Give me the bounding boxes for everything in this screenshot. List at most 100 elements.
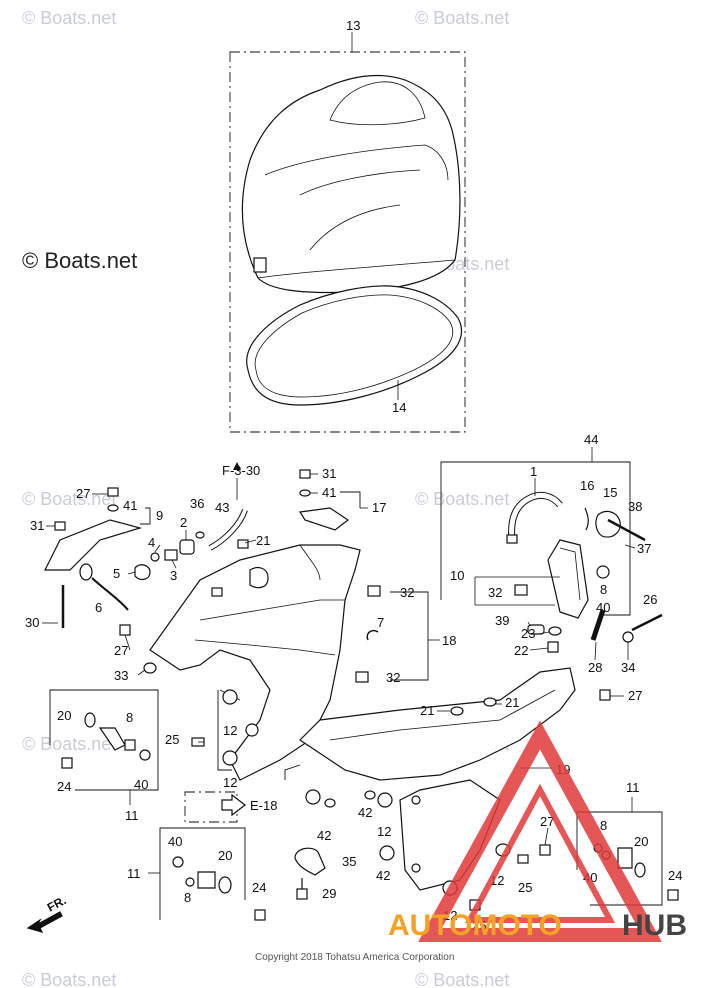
callout-28: 28: [588, 660, 602, 675]
ref-f330: F-3-30: [222, 463, 260, 478]
callout-40c: 40: [168, 834, 182, 849]
callout-30: 30: [25, 615, 39, 630]
mid-fasteners: 25 12 12: [165, 689, 238, 790]
callout-10: 10: [450, 568, 464, 583]
logo-triangle-icon: [418, 720, 662, 942]
callout-21c: 21: [505, 695, 519, 710]
callout-8b: 8: [126, 710, 133, 725]
callout-9: 9: [156, 508, 163, 523]
callout-34: 34: [621, 660, 635, 675]
callout-8a: 8: [600, 582, 607, 597]
callout-14: 14: [392, 400, 406, 415]
watermark-text: © Boats.net: [415, 489, 509, 509]
watermark-text: © Boats.net: [22, 8, 116, 28]
callout-36: 36: [190, 496, 204, 511]
copyright-text: Copyright 2018 Tohatsu America Corporati…: [255, 952, 454, 963]
callout-5: 5: [113, 566, 120, 581]
group-11a: 11 20 8 40 24: [49, 689, 159, 823]
direction-label: FR.: [45, 893, 69, 914]
top-cowl-group: 13 14: [229, 18, 466, 433]
front-bracket: [44, 519, 143, 571]
group-11b: 11 40 20 8 24: [127, 827, 266, 921]
callout-42c: 42: [376, 868, 390, 883]
automotohub-logo: AUTOMOTO HUB: [388, 720, 687, 942]
callout-44: 44: [584, 432, 598, 447]
callout-25b: 25: [518, 880, 532, 895]
callout-15: 15: [603, 485, 617, 500]
callout-13: 13: [346, 18, 360, 33]
callout-32a: 32: [488, 585, 502, 600]
callout-42b: 42: [358, 805, 372, 820]
callout-38: 38: [628, 499, 642, 514]
callout-23: 23: [521, 626, 535, 641]
watermark-text: © Boats.net: [22, 734, 116, 754]
callout-31a: 31: [30, 518, 44, 533]
logo-text-hub: HUB: [622, 909, 687, 942]
callout-35: 35: [342, 854, 356, 869]
watermark-text: © Boats.net: [22, 970, 116, 988]
callout-12b: 12: [223, 775, 237, 790]
callout-27-top: 27: [76, 486, 90, 501]
ref-e18: E-18: [250, 798, 277, 813]
callout-11c: 11: [626, 780, 640, 795]
lower-cowl-side: [299, 667, 576, 781]
ref-e18-group: E-18: [184, 791, 277, 823]
callout-27b: 27: [114, 643, 128, 658]
callout-39: 39: [495, 613, 509, 628]
callout-16: 16: [580, 478, 594, 493]
callout-24c: 24: [668, 868, 682, 883]
mount-bracket: [547, 539, 589, 619]
callout-8d: 8: [600, 818, 607, 833]
callout-21b: 21: [420, 703, 434, 718]
callout-43: 43: [215, 500, 229, 515]
callout-2: 2: [180, 515, 187, 530]
group-44: 44 1 16 15 38 37 10 32 40 8 39 23 22: [440, 432, 663, 675]
callout-40a: 40: [596, 600, 610, 615]
callout-27c: 27: [628, 688, 642, 703]
lower-cowl-group: 21 31 41 17 32 7 18 32 27 21 21: [149, 466, 642, 891]
callout-41a: 41: [123, 498, 137, 513]
watermark-text: © Boats.net: [415, 8, 509, 28]
logo-text-automoto: AUTOMOTO: [388, 909, 562, 942]
group-boundary: [229, 51, 466, 433]
callout-18: 18: [442, 633, 456, 648]
callout-20a: 20: [57, 708, 71, 723]
top-cowl: [241, 74, 461, 294]
callout-8c: 8: [184, 890, 191, 905]
callout-37: 37: [637, 541, 651, 556]
callout-12c: 12: [377, 824, 391, 839]
cowl-seal: [246, 285, 463, 406]
callout-29: 29: [322, 886, 336, 901]
leader-lines: [42, 473, 629, 846]
watermark-main: © Boats.net: [22, 248, 137, 273]
callout-17: 17: [372, 500, 386, 515]
callout-41b: 41: [322, 485, 336, 500]
callout-20b: 20: [218, 848, 232, 863]
callout-32b: 32: [400, 585, 414, 600]
front-direction-indicator: FR.: [26, 893, 69, 933]
center-bottom-parts: 42 42 12 42 35 29: [284, 764, 395, 901]
callout-26: 26: [643, 592, 657, 607]
callout-33: 33: [114, 668, 128, 683]
callout-11b: 11: [127, 866, 141, 881]
callout-11a: 11: [125, 808, 139, 823]
watermark-text: © Boats.net: [22, 489, 116, 509]
latch-icon: [253, 257, 267, 273]
callout-20c: 20: [634, 834, 648, 849]
callout-3: 3: [170, 568, 177, 583]
callout-24a: 24: [57, 779, 71, 794]
callout-21a: 21: [256, 533, 270, 548]
callout-1: 1: [530, 464, 537, 479]
left-upper-parts: 27 41 9 31 30 6 5 4 3 2 36 43 F-3-30 27 …: [25, 462, 260, 683]
callout-40b: 40: [134, 777, 148, 792]
callout-22: 22: [514, 643, 528, 658]
callout-27d: 27: [540, 814, 554, 829]
callout-31b: 31: [322, 466, 336, 481]
callout-24b: 24: [252, 880, 266, 895]
clip-35: [294, 847, 326, 876]
callout-6: 6: [95, 600, 102, 615]
callout-12a: 12: [223, 723, 237, 738]
callout-4: 4: [148, 535, 155, 550]
callout-7: 7: [377, 615, 384, 630]
